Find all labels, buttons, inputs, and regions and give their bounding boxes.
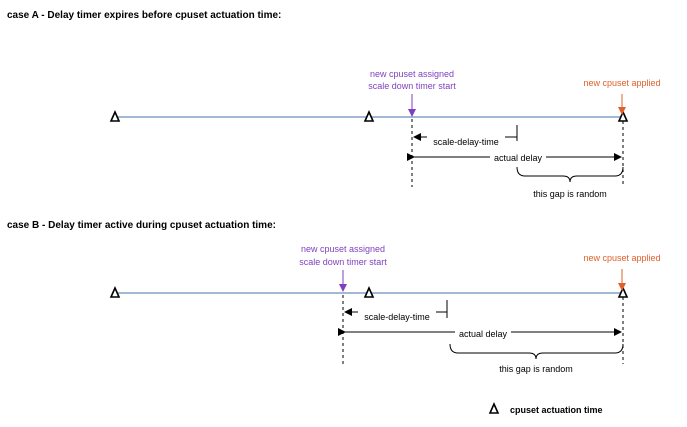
case-a-gap-label: this gap is random xyxy=(533,189,607,199)
legend: cpuset actuation time xyxy=(488,402,603,415)
case-b-actual-delay-label: actual delay xyxy=(459,329,508,339)
case-a-assigned-label-2: scale down timer start xyxy=(368,81,456,91)
case-b-gap-label: this gap is random xyxy=(499,364,573,374)
case-b-actual-delay-label-bg xyxy=(455,327,511,337)
legend-actuation-marker xyxy=(488,402,500,414)
case-a-title: case A - Delay timer expires before cpus… xyxy=(7,10,282,21)
case-b-gap-brace xyxy=(449,343,624,360)
case-b-actuation-marker-2 xyxy=(363,286,375,298)
case-b-actuation-marker-1 xyxy=(109,286,121,298)
legend-label: cpuset actuation time xyxy=(510,405,603,415)
case-a-assigned-label-1: new cpuset assigned xyxy=(370,69,454,79)
case-b-actuation-marker-3 xyxy=(617,286,629,298)
case-a-diagram: new cpuset assigned scale down timer sta… xyxy=(109,69,661,199)
case-b-scale-delay-label-bg xyxy=(358,311,436,323)
case-b-applied-label: new cpuset applied xyxy=(583,253,660,263)
case-a-gap-brace xyxy=(516,166,624,183)
case-b-assigned-label-1: new cpuset assigned xyxy=(301,244,385,254)
case-a-applied-label: new cpuset applied xyxy=(583,78,660,88)
case-a-actuation-marker-3 xyxy=(617,110,629,122)
case-a-actual-delay-label-bg xyxy=(490,152,546,162)
case-b-scale-delay-label: scale-delay-time xyxy=(364,312,430,322)
case-a-actual-delay-label: actual delay xyxy=(494,153,543,163)
case-a-scale-delay-label-bg xyxy=(427,136,505,148)
case-b-diagram: new cpuset assigned scale down timer sta… xyxy=(109,244,661,374)
case-a-actuation-marker-1 xyxy=(109,110,121,122)
case-b-assigned-label-2: scale down timer start xyxy=(299,257,387,267)
case-a-actuation-marker-2 xyxy=(363,110,375,122)
case-a-scale-delay-label: scale-delay-time xyxy=(433,137,499,147)
case-b-title: case B - Delay timer active during cpuse… xyxy=(7,220,276,231)
